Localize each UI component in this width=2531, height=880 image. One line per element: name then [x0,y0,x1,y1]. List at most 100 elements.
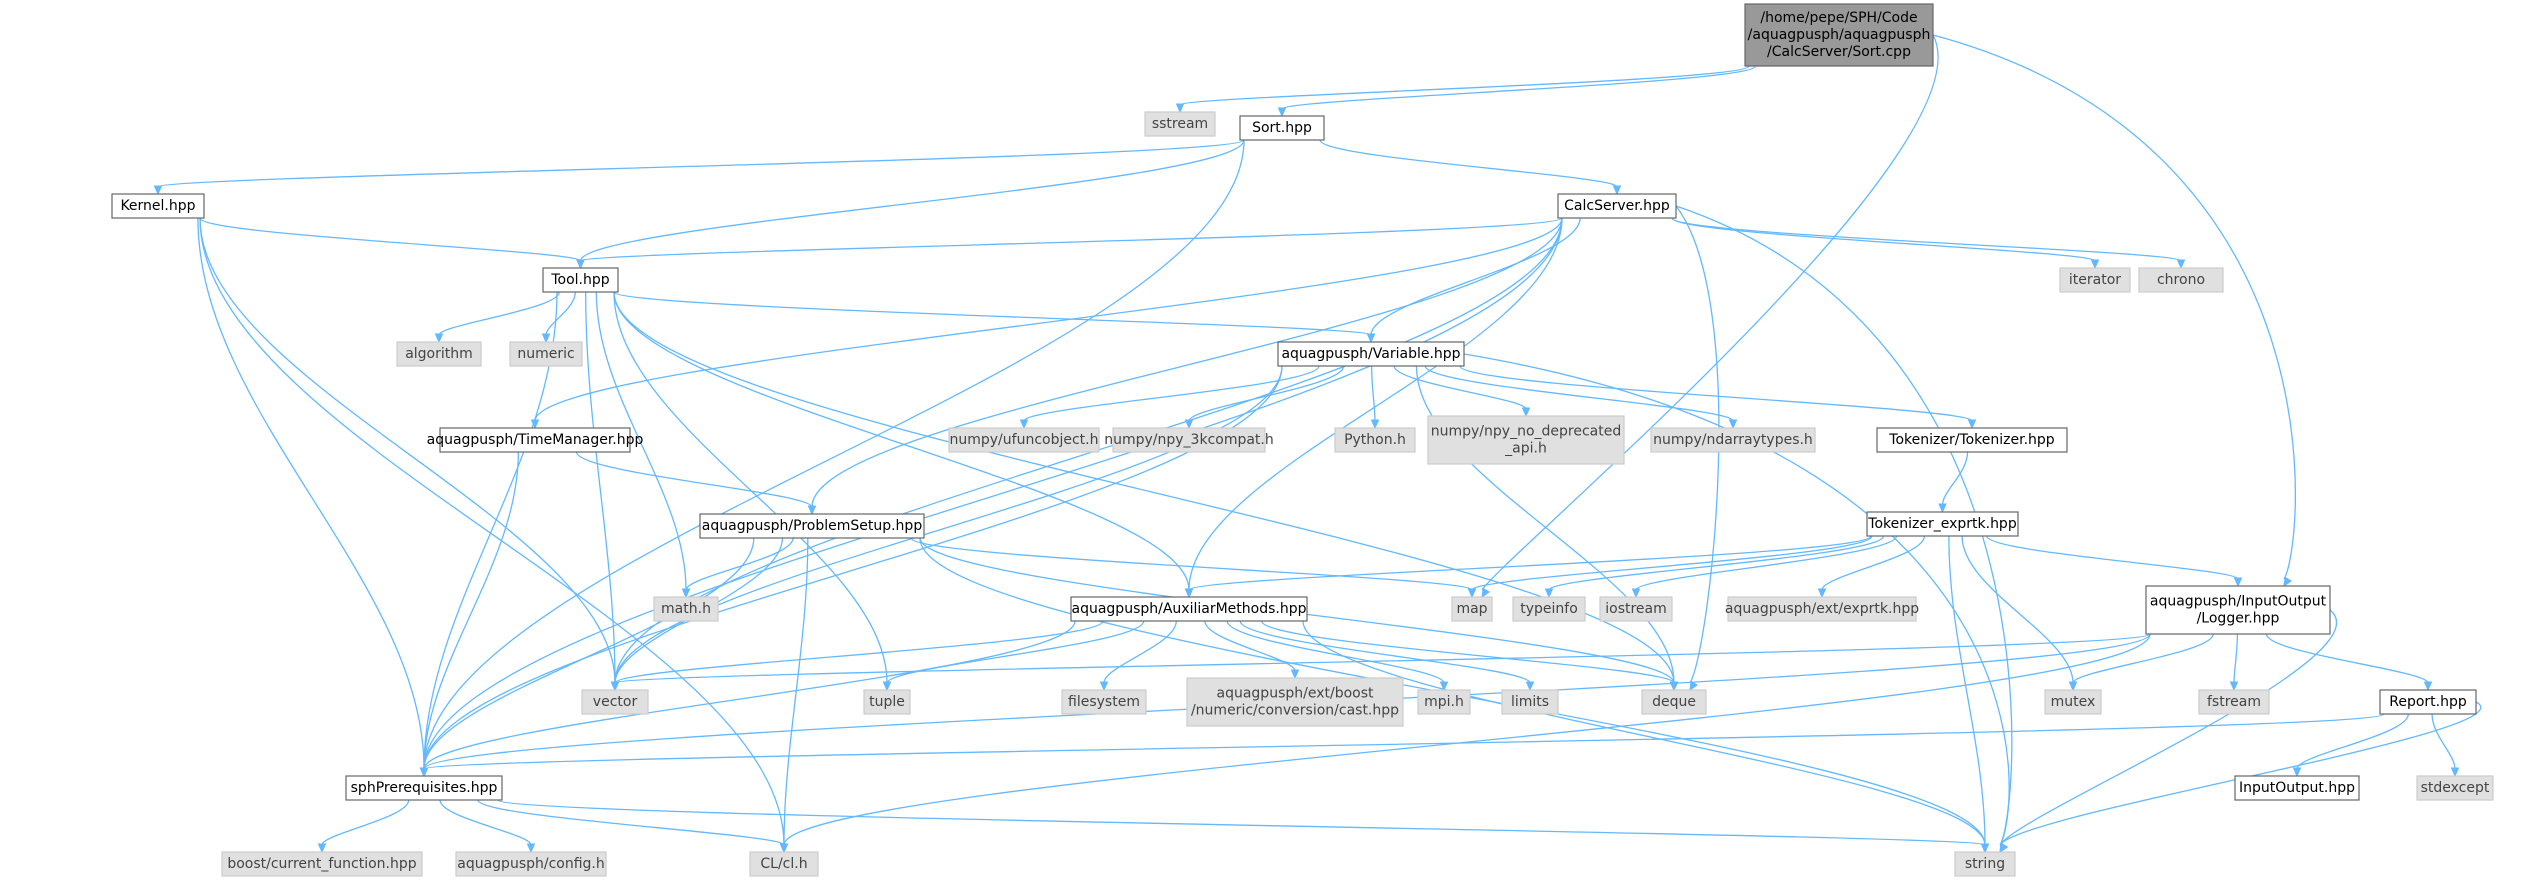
node-box [2138,267,2224,293]
edge-line [1932,34,2296,580]
node-variable-hpp[interactable]: aquagpusph/Variable.hpp [1277,341,1465,367]
node-box [1512,596,1586,622]
node-sort-cpp[interactable]: /home/pepe/SPH/Code/aquagpusph/aquagpusp… [1744,3,1934,67]
node-label: Kernel.hpp [120,198,195,214]
edge-line [613,291,1372,336]
edge-arrowhead [1099,681,1109,692]
node-fstream: fstream [2198,689,2270,715]
edge-arrowhead [2423,681,2433,692]
node-ndarraytypes: numpy/ndarraytypes.h [1650,427,1816,453]
node-python-h: Python.h [1334,427,1416,453]
node-label: iterator [2069,272,2121,288]
node-label: iostream [1605,601,1667,617]
edge-calcserver_hpp-to-variable_hpp [1366,217,1581,344]
node-auxiliar-hpp[interactable]: aquagpusph/AuxiliarMethods.hpp [1070,596,1308,622]
edge-kernel_hpp-to-tool_hpp [199,217,585,270]
node-timemanager-hpp[interactable]: aquagpusph/TimeManager.hpp [427,427,644,453]
edge-line [1370,365,1376,422]
node-report-hpp[interactable]: Report.hpp [2379,689,2477,715]
edge-calcserver_hpp-to-timemanager_hpp [530,217,1563,430]
edge-arrowhead [1999,842,2009,854]
edge-logger_hpp-to-mutex [2068,633,2214,692]
node-box [1112,427,1266,453]
node-tool-hpp[interactable]: Tool.hpp [542,267,619,293]
node-box [653,596,719,622]
node-label: numpy/ndarraytypes.h [1653,432,1813,448]
node-logger-hpp[interactable]: aquagpusph/InputOutput/Logger.hpp [2145,585,2331,635]
node-label: InputOutput.hpp [2239,780,2355,796]
edge-line [438,291,560,336]
edge-variable_hpp-to-npy_nodep [1393,365,1531,418]
node-limits: limits [1501,689,1559,715]
node-label: limits [1511,694,1549,710]
edge-line [423,139,1245,770]
edge-line [910,537,1473,591]
edge-arrowhead [434,333,444,344]
edge-arrowhead [1366,333,1376,344]
edge-sort_hpp-to-sphprereq_hpp [419,139,1245,778]
node-deque: deque [1641,689,1707,715]
edge-arrowhead [1980,843,1990,854]
node-sphprereq-hpp[interactable]: sphPrerequisites.hpp [345,775,503,801]
node-box [749,851,819,877]
node-label: chrono [2157,272,2205,288]
edge-arrowhead [1184,588,1194,599]
edge-arrowhead [1689,680,1699,692]
edge-line [1188,535,1872,591]
node-box [1417,689,1471,715]
edge-arrowhead [317,843,327,854]
node-iterator: iterator [2059,267,2131,293]
edge-arrowhead [419,767,429,778]
edge-line [497,799,1986,846]
node-label: aquagpusph/ProblemSetup.hpp [702,518,923,534]
node-cl-h: CL/cl.h [749,851,819,877]
node-box [2198,689,2270,715]
node-box [1501,689,1559,715]
edge-line [685,537,794,591]
edge-line [1635,535,1898,591]
edge-arrowhead [1521,407,1531,418]
edge-line [199,217,616,684]
node-sort-hpp[interactable]: Sort.hpp [1239,115,1325,141]
edge-auxiliar_hpp-to-mpi_h [1226,620,1449,692]
node-box [542,267,619,293]
edge-arrowhead [779,843,789,854]
edge-line [1023,365,1320,422]
node-inputoutput-hpp[interactable]: InputOutput.hpp [2234,775,2360,801]
edge-arrowhead [1481,587,1491,599]
edge-logger_hpp-to-report_hpp [2265,633,2433,692]
edge-arrowhead [2283,576,2293,588]
node-box [509,341,583,367]
node-tokenizer-exprtk-hpp[interactable]: Tokenizer_exprtk.hpp [1866,511,2019,537]
node-kernel-hpp[interactable]: Kernel.hpp [111,193,205,219]
edge-line [1675,205,1720,684]
edge-line [197,217,425,770]
node-box [1070,596,1308,622]
node-label: /numeric/conversion/cast.hpp [1191,703,1399,719]
edge-line [2431,713,2456,770]
node-tokenizer-hpp[interactable]: Tokenizer/Tokenizer.hpp [1876,427,2068,453]
edge-sort_hpp-to-calcserver_hpp [1319,139,1622,196]
node-problemsetup-hpp[interactable]: aquagpusph/ProblemSetup.hpp [699,513,925,539]
edge-arrowhead [1290,669,1300,680]
edge-line [1424,365,1734,422]
edge-sphprereq_hpp-to-config_h [439,799,536,854]
node-label: CL/cl.h [760,856,807,872]
node-label: numpy/npy_no_deprecated [1431,424,1621,440]
node-label: Report.hpp [2389,694,2467,710]
node-calcserver-hpp[interactable]: CalcServer.hpp [1557,193,1677,219]
edge-tokenizer_exprtk_hpp-to-mutex [1961,535,2078,692]
node-box [111,193,205,219]
node-label: fstream [2207,694,2261,710]
node-label: stdexcept [2421,780,2490,796]
edge-arrowhead [2229,681,2239,692]
node-box [2234,775,2360,801]
node-label: math.h [661,601,711,617]
edge-line [2072,633,2214,684]
edge-arrowhead [1544,588,1554,599]
edge-line [1302,620,1986,846]
edge-line [423,451,519,770]
edge-line [1941,451,1969,506]
edge-line [1103,620,1177,684]
